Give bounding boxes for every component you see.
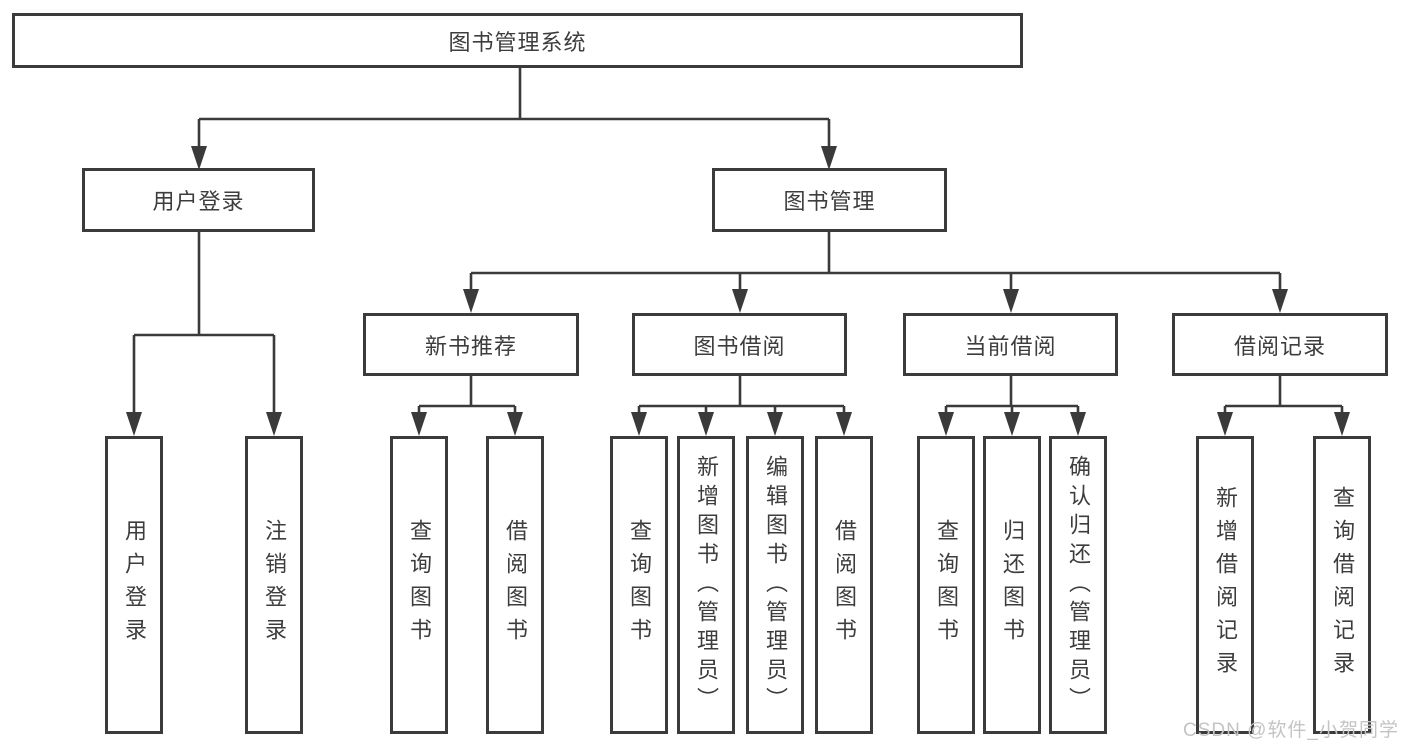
arrowhead-icon (1004, 412, 1020, 436)
node-confirm-return-admin-label: 确认归还（管理员） (1066, 454, 1091, 716)
node-return-books: 归还图书 (983, 436, 1041, 734)
node-current-borrowing-label: 当前借阅 (964, 333, 1057, 359)
node-user-login-leaf: 用户登录 (105, 436, 163, 734)
node-edit-books-admin-label: 编辑图书（管理员） (763, 454, 788, 716)
node-logout-leaf-label: 注销登录 (262, 519, 287, 651)
node-query-books-under-current: 查询图书 (917, 436, 975, 734)
node-return-books-label: 归还图书 (1000, 519, 1025, 651)
node-add-books-admin-label: 新增图书（管理员） (694, 454, 719, 716)
node-query-books-under-newbooks: 查询图书 (390, 436, 448, 734)
arrowhead-icon (631, 412, 647, 436)
node-add-books-admin: 新增图书（管理员） (677, 436, 735, 734)
node-borrow-books-under-borrowing-label: 借阅图书 (832, 519, 857, 651)
arrowhead-icon (1272, 289, 1288, 313)
arrowhead-icon (126, 412, 142, 436)
node-borrow-books-under-newbooks-label: 借阅图书 (503, 519, 528, 651)
arrowhead-icon (698, 412, 714, 436)
node-add-borrow-record: 新增借阅记录 (1196, 436, 1254, 734)
node-query-borrow-record-label: 查询借阅记录 (1330, 486, 1355, 684)
node-new-book-recommendation: 新书推荐 (363, 313, 579, 376)
arrowhead-icon (1334, 412, 1350, 436)
arrowhead-icon (767, 412, 783, 436)
node-query-books-under-borrowing-label: 查询图书 (627, 519, 652, 651)
node-borrow-books-under-newbooks: 借阅图书 (486, 436, 544, 734)
node-book-management-label: 图书管理 (783, 189, 876, 214)
node-query-borrow-record: 查询借阅记录 (1313, 436, 1371, 734)
node-add-borrow-record-label: 新增借阅记录 (1213, 486, 1238, 684)
node-system-root-label: 图书管理系统 (448, 29, 587, 55)
arrowhead-icon (1003, 289, 1019, 313)
arrowhead-icon (266, 412, 282, 436)
node-book-management: 图书管理 (712, 168, 947, 232)
arrowhead-icon (1217, 412, 1233, 436)
node-edit-books-admin: 编辑图书（管理员） (746, 436, 804, 734)
arrowhead-icon (836, 412, 852, 436)
node-new-book-recommendation-label: 新书推荐 (424, 333, 517, 359)
csdn-watermark: CSDN @软件_小贺同学 (1183, 720, 1399, 741)
node-book-borrowing-label: 图书借阅 (693, 333, 786, 359)
arrowhead-icon (507, 412, 523, 436)
arrowhead-icon (938, 412, 954, 436)
arrowhead-icon (463, 289, 479, 313)
node-user-login: 用户登录 (82, 168, 315, 232)
node-borrowing-records-label: 借阅记录 (1233, 333, 1326, 359)
arrowhead-icon (821, 146, 837, 170)
node-borrow-books-under-borrowing: 借阅图书 (815, 436, 873, 734)
node-query-books-under-current-label: 查询图书 (934, 519, 959, 651)
arrowhead-icon (411, 412, 427, 436)
node-book-borrowing: 图书借阅 (632, 313, 847, 376)
arrowhead-icon (191, 146, 207, 170)
node-confirm-return-admin: 确认归还（管理员） (1049, 436, 1107, 734)
node-current-borrowing: 当前借阅 (903, 313, 1118, 376)
node-borrowing-records: 借阅记录 (1172, 313, 1388, 376)
node-query-books-under-borrowing: 查询图书 (610, 436, 668, 734)
node-logout-leaf: 注销登录 (245, 436, 303, 734)
arrowhead-icon (732, 289, 748, 313)
node-query-books-under-newbooks-label: 查询图书 (407, 519, 432, 651)
arrowhead-icon (1070, 412, 1086, 436)
node-user-login-leaf-label: 用户登录 (122, 519, 147, 651)
node-system-root: 图书管理系统 (12, 13, 1023, 68)
node-user-login-label: 用户登录 (152, 189, 245, 214)
